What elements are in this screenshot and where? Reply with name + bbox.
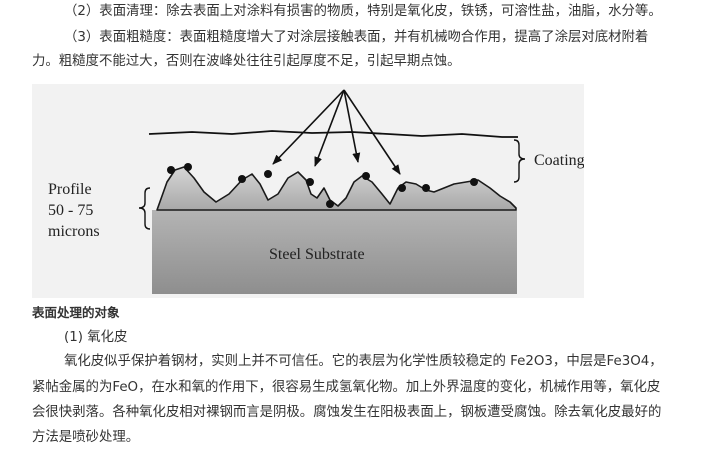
contact-point — [326, 200, 334, 208]
oxide-paragraph-line2: 紧帖金属的为FeO，在水和氧的作用下，很容易生成氢氧化物。加上外界温度的变化，机… — [32, 380, 661, 395]
surface-profile-figure: Profile 50 - 75 microns Coating Steel Su… — [32, 84, 585, 298]
arrow — [314, 89, 345, 167]
item-3-text-line2: 力。粗糙度不能过大，否则在波峰处往往引起厚度不足，引起早期点蚀。 — [32, 54, 461, 69]
surface-profile-diagram: Profile 50 - 75 microns Coating Steel Su… — [32, 84, 585, 298]
arrow — [272, 89, 345, 165]
contact-point — [470, 178, 478, 186]
profile-label-line2: 50 - 75 — [48, 202, 93, 219]
subheading-oxide-scale: (1) 氧化皮 — [64, 330, 128, 345]
steel-substrate-label: Steel Substrate — [269, 246, 365, 263]
oxide-paragraph-line3: 会很快剥落。各种氧化皮相对裸钢而言是阴极。腐蚀发生在阳极表面上，钢板遭受腐蚀。除… — [32, 405, 662, 420]
arrow — [343, 89, 401, 175]
oxide-paragraph-line1: 氧化皮似乎保护着钢材，实则上并不可信任。它的表层为化学性质较稳定的 Fe2O3，… — [64, 354, 663, 369]
arrow — [343, 89, 361, 163]
contact-point — [184, 163, 192, 171]
contact-point — [362, 172, 370, 180]
item-3-text-line1: （3）表面粗糙度：表面粗糙度增大了对涂层接触表面，并有机械吻合作用，提高了涂层对… — [64, 30, 649, 45]
item-2-text: （2）表面清理：除去表面上对涂料有损害的物质，特别是氧化皮，铁锈，可溶性盐，油脂… — [64, 4, 662, 19]
contact-point — [264, 170, 272, 178]
coating-label: Coating — [534, 152, 584, 169]
profile-label-line1: Profile — [48, 181, 92, 198]
contact-point — [422, 184, 430, 192]
oxide-paragraph-line4: 方法是喷砂处理。 — [32, 430, 140, 445]
contact-point — [238, 175, 246, 183]
coating-brace — [513, 139, 526, 183]
steel-substrate-block — [152, 210, 517, 294]
contact-points — [167, 163, 478, 208]
contact-point — [167, 166, 175, 174]
rough-surface-profile — [156, 166, 517, 211]
profile-label-line3: microns — [48, 223, 100, 240]
contact-point — [398, 184, 406, 192]
section-heading: 表面处理的对象 — [32, 305, 120, 320]
pointer-arrows — [272, 89, 401, 175]
profile-brace — [138, 187, 151, 230]
contact-point — [306, 178, 314, 186]
